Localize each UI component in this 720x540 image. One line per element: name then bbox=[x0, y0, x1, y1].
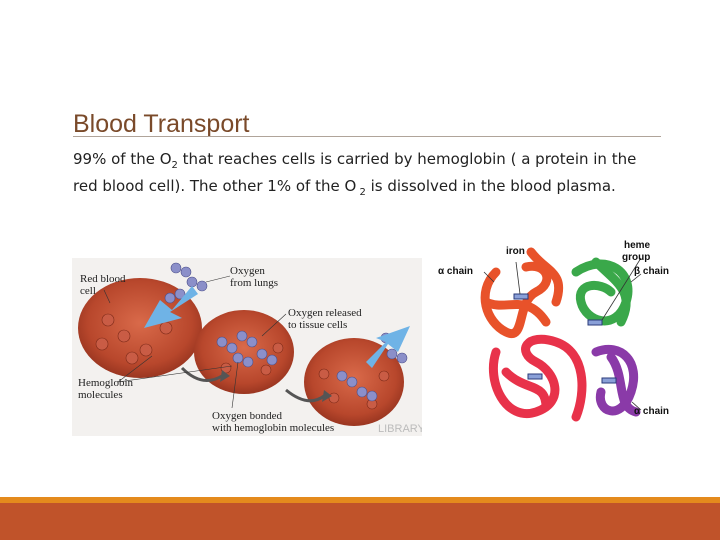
label-rbc-1: Red blood bbox=[80, 273, 126, 285]
beta-chain-green bbox=[571, 257, 633, 327]
heme-groups bbox=[513, 293, 617, 384]
watermark-text: LIBRARY bbox=[378, 423, 422, 435]
subscript-2: 2 bbox=[171, 160, 178, 171]
alpha-chain-pink bbox=[488, 334, 587, 422]
label-oxy-released-1: Oxygen released bbox=[288, 307, 362, 319]
oxygen-in-arrow bbox=[144, 286, 198, 328]
hemoglobin-molecules bbox=[95, 313, 390, 410]
label-heme-2: group bbox=[622, 252, 650, 263]
footer-band bbox=[0, 503, 720, 540]
flow-arrow-1 bbox=[180, 366, 223, 382]
body-text-part1: 99% of the O bbox=[73, 150, 172, 168]
label-alpha-chain-left: α chain bbox=[438, 266, 473, 277]
label-oxy-lungs-1: Oxygen bbox=[230, 265, 265, 277]
body-paragraph: 99% of the O2 that reaches cells is carr… bbox=[73, 149, 663, 203]
flow-arrowhead-1 bbox=[220, 370, 230, 382]
label-oxy-lungs-2: from lungs bbox=[230, 277, 278, 289]
slide-title: Blood Transport bbox=[73, 110, 250, 138]
label-bonded-1: Oxygen bonded bbox=[212, 410, 282, 422]
label-bonded-2: with hemoglobin molecules bbox=[212, 422, 334, 434]
hemoglobin-structure-diagram: iron heme group α chain β chain α chain bbox=[436, 232, 681, 447]
label-rbc-2: cell bbox=[80, 285, 96, 297]
label-iron: iron bbox=[506, 246, 525, 257]
alpha-chain-purple bbox=[591, 344, 641, 417]
body-text-part2: that reaches cells is carried by hemoglo… bbox=[73, 150, 637, 195]
flow-arrowhead-2 bbox=[322, 390, 332, 402]
flow-arrow-2 bbox=[285, 388, 325, 403]
hemoglobin-illustration: iron heme group α chain β chain α chain bbox=[438, 240, 669, 422]
title-underline bbox=[73, 136, 661, 137]
chain-pointer-lines bbox=[483, 257, 642, 411]
label-hemoglobin-2: molecules bbox=[78, 389, 123, 401]
oxygen-out-arrow bbox=[366, 326, 410, 368]
subscript-2b: 2 bbox=[356, 187, 366, 198]
label-beta-chain: β chain bbox=[634, 266, 669, 277]
label-hemoglobin-1: Hemoglobin bbox=[78, 377, 133, 389]
label-pointer-lines bbox=[103, 275, 287, 409]
beta-chain-orange bbox=[480, 247, 564, 338]
rbc-oxygen-illustration: Red blood cell Oxygen from lungs Oxygen … bbox=[78, 262, 426, 435]
rbc-oxygen-diagram: Red blood cell Oxygen from lungs Oxygen … bbox=[72, 258, 426, 436]
footer-accent-line bbox=[0, 497, 720, 503]
label-alpha-chain-right: α chain bbox=[634, 406, 669, 417]
label-heme-1: heme bbox=[624, 240, 651, 251]
body-text-part3: is dissolved in the blood plasma. bbox=[365, 177, 616, 195]
label-oxy-released-2: to tissue cells bbox=[288, 319, 347, 331]
